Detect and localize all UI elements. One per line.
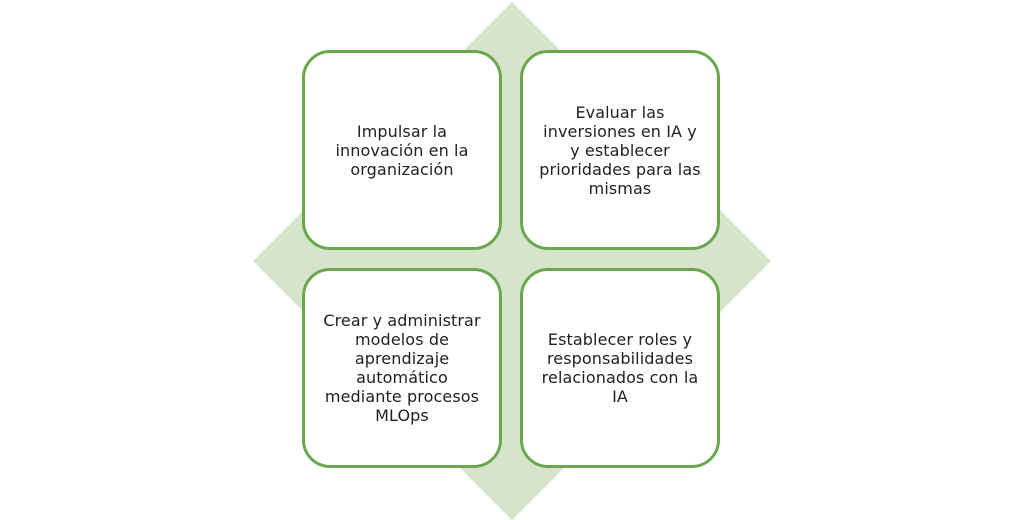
card-top-right-text: Evaluar las inversiones en IA y y establ…: [539, 102, 701, 198]
card-top-right: Evaluar las inversiones en IA y y establ…: [520, 50, 720, 250]
card-bottom-right: Establecer roles y responsabilidades rel…: [520, 268, 720, 468]
card-bottom-left-text: Crear y administrar modelos de aprendiza…: [323, 311, 481, 425]
card-top-left: Impulsar la innovación en la organizació…: [302, 50, 502, 250]
card-top-left-text: Impulsar la innovación en la organizació…: [335, 121, 469, 179]
card-bottom-left: Crear y administrar modelos de aprendiza…: [302, 268, 502, 468]
card-bottom-right-text: Establecer roles y responsabilidades rel…: [541, 330, 699, 406]
